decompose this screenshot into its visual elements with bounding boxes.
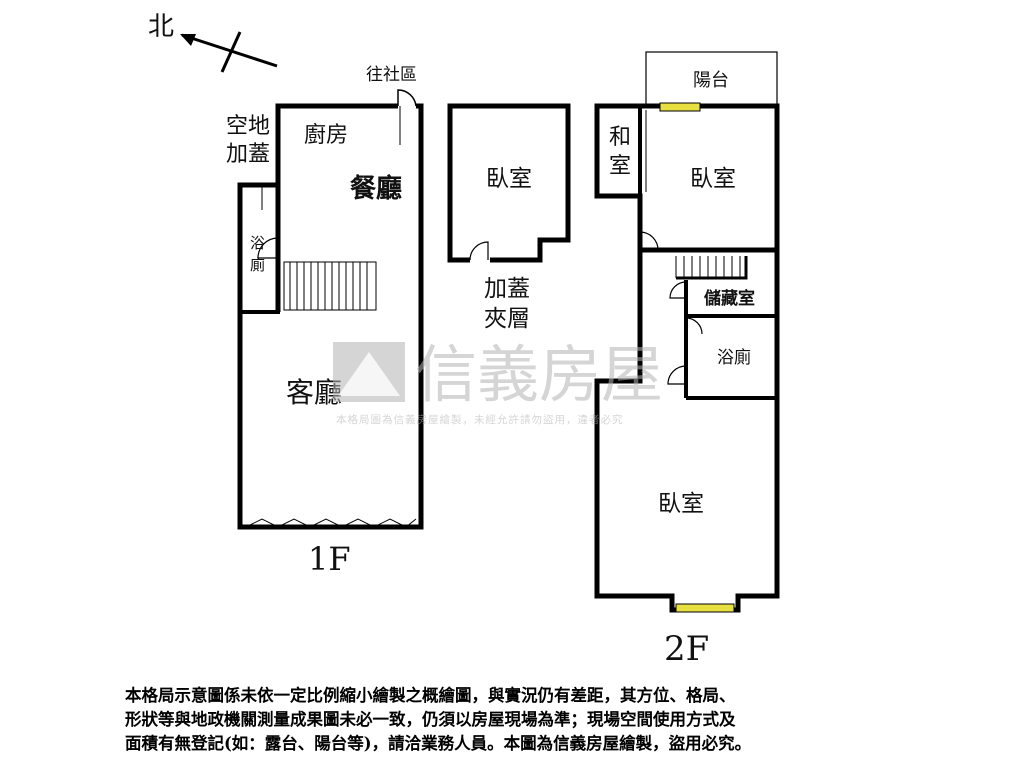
disclaimer-line-2: 形狀等與地政機關測量成果圖未必一致，仍須以房屋現場為準；現場空間使用方式及	[125, 710, 736, 729]
watermark-logo	[333, 342, 405, 402]
2f-bedroom-top-label: 臥室	[690, 166, 736, 192]
disclaimer-line-1: 本格局示意圖係未依一定比例縮小繪製之概繪圖，與實況仍有差距，其方位、格局、	[125, 686, 736, 705]
compass-cross-line	[220, 31, 242, 73]
2f-storage-door	[669, 281, 687, 299]
2f-bath-label: 浴廁	[717, 347, 751, 368]
1f-addition-label-2: 加蓋	[226, 142, 270, 167]
brand-watermark: 信義房屋 本格局圖為信義房屋繪製，未經允許請勿盜用，違者必究	[333, 338, 663, 426]
2f-balcony-window	[659, 102, 701, 112]
disclaimer-line-3: 面積有無登記(如：露台、陽台等)，請洽業務人員。本圖為信義房屋繪製，盜用必究。	[125, 734, 752, 753]
north-label: 北	[148, 12, 174, 42]
watermark-logo-mark	[338, 352, 400, 396]
mezzanine-door	[469, 241, 489, 261]
north-compass: 北	[148, 12, 278, 73]
1f-outer-wall	[237, 103, 424, 530]
1f-folding-door	[245, 518, 417, 528]
1f-bath-label-2: 廁	[250, 256, 265, 274]
2f-floor-label: 2F	[664, 629, 709, 669]
2f-stair-rail	[676, 256, 748, 280]
1f-dining-label: 餐廳	[350, 173, 402, 204]
1f-addition-label-1: 空地	[226, 114, 270, 139]
mezzanine-door-gap	[470, 256, 490, 264]
watermark-notice: 本格局圖為信義房屋繪製，未經允許請勿盜用，違者必究	[336, 413, 624, 426]
2f-japanese-label-1: 和	[609, 125, 631, 150]
mezzanine-plan: 臥室 加蓋 夾層	[447, 103, 571, 332]
1f-kitchen-label: 廚房	[304, 123, 348, 148]
2f-lower-door	[667, 365, 687, 385]
2f-bath-door	[685, 317, 703, 335]
mezzanine-label-2: 夾層	[484, 306, 530, 332]
2f-staircase	[675, 256, 748, 280]
2f-bedroom-bottom-label: 臥室	[658, 491, 704, 517]
floor-2f-plan: 陽台 和 室 臥室 儲藏室 浴廁 臥室 2F	[594, 51, 780, 669]
1f-to-community-label: 往社區	[366, 65, 417, 85]
compass-arrow-head	[180, 34, 196, 46]
2f-bedroom-door	[639, 231, 659, 251]
1f-bath-label-1: 浴	[250, 234, 265, 252]
1f-entry-gap	[398, 102, 416, 111]
compass-arrow-line	[181, 33, 278, 68]
mezzanine-wall	[447, 103, 571, 263]
2f-bottom-window	[675, 603, 735, 613]
floor-1f-plan: 往社區 空地 加蓋 廚房 餐廳 浴 廁 客廳 1F	[226, 65, 424, 578]
mezzanine-bedroom-label: 臥室	[486, 166, 532, 192]
2f-balcony-label: 陽台	[693, 70, 729, 91]
1f-staircase	[283, 261, 377, 311]
2f-outer-wall	[594, 103, 780, 613]
mezzanine-label-1: 加蓋	[484, 276, 530, 302]
watermark-brand: 信義房屋	[415, 338, 663, 411]
1f-floor-label: 1F	[308, 540, 351, 578]
1f-bath-door	[257, 237, 279, 259]
disclaimer-text: 本格局示意圖係未依一定比例縮小繪製之概繪圖，與實況仍有差距，其方位、格局、 形狀…	[125, 684, 915, 756]
2f-storage-label: 儲藏室	[704, 288, 755, 309]
1f-stair-outline	[283, 261, 377, 311]
1f-living-label: 客廳	[286, 376, 342, 409]
1f-entry-door	[397, 89, 417, 107]
2f-japanese-label-2: 室	[609, 154, 631, 179]
